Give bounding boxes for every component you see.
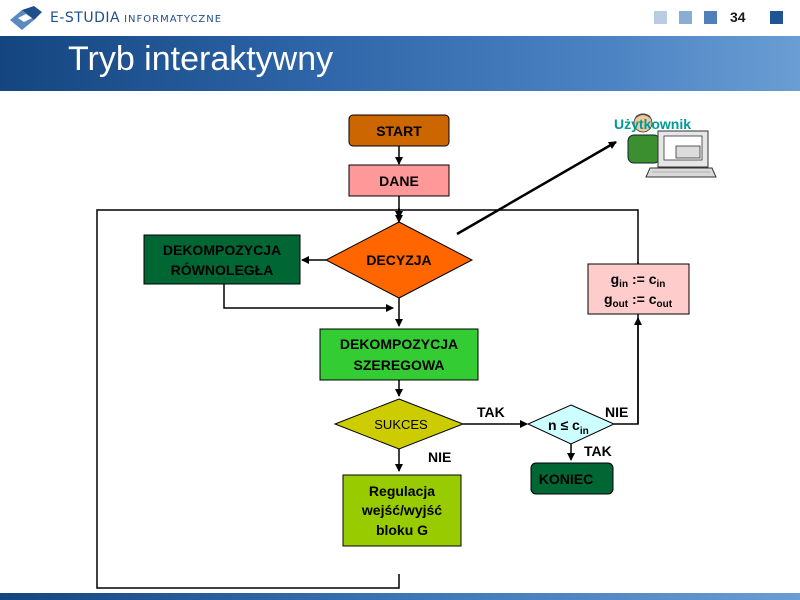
dekomp-rown-line1: DEKOMPOZYCJA bbox=[163, 242, 281, 258]
nie-label-sukces: NIE bbox=[428, 449, 451, 465]
koniec-label: KONIEC bbox=[539, 471, 593, 487]
dekompozycja-szeregowa-node: DEKOMPOZYCJA SZEREGOWA bbox=[319, 328, 479, 381]
dekomp-szer-line1: DEKOMPOZYCJA bbox=[340, 336, 458, 352]
sukces-node: SUKCES bbox=[333, 398, 465, 450]
assignment-node: gin := cin gout := cout bbox=[587, 263, 690, 315]
dekompozycja-rownolegla-node: DEKOMPOZYCJA RÓWNOLEGŁA bbox=[143, 234, 301, 285]
start-label: START bbox=[376, 123, 422, 139]
regulacja-node: Regulacja wejść/wyjść bloku G bbox=[342, 474, 462, 547]
dekomp-szer-line2: SZEREGOWA bbox=[353, 357, 444, 373]
regulacja-line3: bloku G bbox=[376, 522, 428, 538]
tak-label-sukces: TAK bbox=[477, 404, 505, 420]
nie-label-condition: NIE bbox=[605, 404, 628, 420]
tak-label-condition: TAK bbox=[584, 443, 612, 459]
page-number: 34 bbox=[730, 9, 746, 25]
assignment-line2: gout := cout bbox=[604, 291, 673, 310]
title-bar bbox=[0, 36, 800, 91]
start-node: START bbox=[348, 114, 450, 147]
dekomp-rown-line2: RÓWNOLEGŁA bbox=[171, 261, 274, 278]
connector-lines bbox=[96, 140, 642, 589]
nav-square-2 bbox=[679, 11, 692, 24]
dane-label: DANE bbox=[379, 173, 419, 189]
slide-title: Tryb interaktywny bbox=[68, 40, 334, 78]
nav-square-1 bbox=[654, 11, 667, 24]
decyzja-label: DECYZJA bbox=[366, 252, 431, 268]
regulacja-line1: Regulacja bbox=[369, 483, 435, 499]
assignment-line1: gin := cin bbox=[611, 271, 666, 290]
nav-square-3 bbox=[704, 11, 717, 24]
sukces-label: SUKCES bbox=[374, 417, 428, 432]
user-at-computer-icon bbox=[627, 113, 717, 178]
logo-icon bbox=[10, 6, 42, 30]
bottom-bar bbox=[0, 593, 800, 600]
user-label: Użytkownik bbox=[614, 116, 691, 132]
decyzja-node: DECYZJA bbox=[324, 221, 474, 299]
dane-node: DANE bbox=[348, 164, 450, 197]
regulacja-line2: wejść/wyjść bbox=[361, 502, 442, 518]
koniec-node: KONIEC bbox=[530, 462, 614, 495]
nav-square-4 bbox=[770, 11, 783, 24]
condition-label: n ≤ cin bbox=[548, 417, 589, 437]
condition-node: n ≤ cin bbox=[526, 404, 616, 445]
